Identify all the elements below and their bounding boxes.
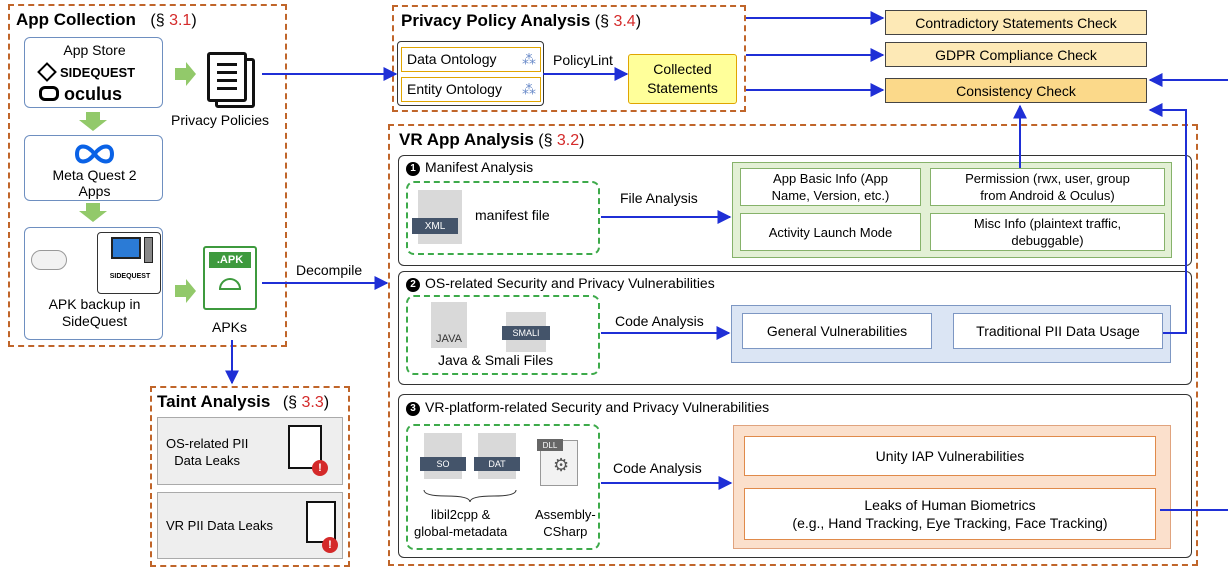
oculus-logo: oculus	[39, 84, 122, 105]
taint-analysis-panel	[150, 386, 350, 567]
java-smali-group	[406, 295, 600, 375]
consistency-check-box: Consistency Check	[885, 78, 1147, 103]
so-file-icon: SO	[420, 433, 466, 479]
sidequest-icon	[37, 62, 57, 82]
contradictory-check-box: Contradictory Statements Check	[885, 10, 1147, 35]
alert-badge-icon: !	[322, 537, 338, 553]
tower-icon	[144, 237, 153, 263]
java-file-icon: JAVA	[431, 302, 467, 348]
code-analysis-label-vr: Code Analysis	[613, 460, 702, 476]
manifest-file-group	[406, 181, 600, 255]
app-store-box: App Store SIDEQUEST oculus	[24, 37, 163, 108]
java-smali-label: Java & Smali Files	[438, 352, 554, 368]
oculus-icon	[39, 86, 59, 101]
unity-files-group	[406, 424, 600, 550]
decompile-label: Decompile	[296, 262, 363, 278]
dat-file-icon: DAT	[474, 433, 520, 479]
vr-app-analysis-panel	[388, 124, 1198, 566]
privacy-policies-label: Privacy Policies	[171, 112, 270, 128]
step-number: 1	[406, 162, 420, 176]
step-number: 3	[406, 402, 420, 416]
manifest-output-misc-info: Misc Info (plaintext traffic, debuggable…	[930, 213, 1165, 251]
android-icon	[219, 278, 241, 290]
xml-file-icon: XML	[412, 190, 462, 244]
document-alert-icon	[306, 501, 336, 543]
step-number: 2	[406, 278, 420, 292]
manifest-output-basic-info: App Basic Info (App Name, Version, etc.)	[740, 168, 921, 206]
apks-label: APKs	[212, 319, 248, 335]
monitor-icon	[111, 237, 141, 259]
vr-output-unity-iap: Unity IAP Vulnerabilities	[744, 436, 1156, 476]
os-output-pii-usage: Traditional PII Data Usage	[953, 313, 1163, 349]
meta-infinity-icon	[74, 144, 115, 164]
privacy-policy-section: (§ 3.4)	[594, 13, 642, 30]
taint-item-os: OS-related PII Data Leaks !	[157, 417, 343, 485]
taint-analysis-title: Taint Analysis	[157, 392, 271, 411]
apk-backup-label: APK backup in SideQuest	[48, 296, 141, 329]
privacy-policy-heading: Privacy Policy Analysis (§ 3.4)	[401, 11, 641, 31]
dll-file-icon: DLL ⚙	[537, 439, 578, 486]
sidequest-logo: SIDEQUEST	[37, 62, 135, 82]
taint-item-vr: VR PII Data Leaks !	[157, 492, 343, 559]
computer-box: SIDEQUEST	[97, 232, 161, 294]
apk-tag: .APK	[209, 252, 251, 268]
entity-ontology-label: Entity Ontology	[407, 81, 502, 97]
meta-quest-label: Meta Quest 2 Apps	[52, 167, 137, 199]
gdpr-check-box: GDPR Compliance Check	[885, 42, 1147, 67]
data-ontology-box: Data Ontology ⁂	[401, 47, 541, 72]
assembly-label: Assembly- CSharp	[535, 507, 596, 539]
libil2cpp-label: libil2cpp & global-metadata	[414, 507, 508, 539]
vr-app-section: (§ 3.2)	[538, 132, 585, 149]
taint-analysis-section: (§ 3.3)	[282, 394, 330, 411]
manifest-output-launch-mode: Activity Launch Mode	[740, 213, 921, 251]
privacy-policies-icon	[207, 52, 255, 108]
privacy-policy-title: Privacy Policy Analysis	[401, 11, 591, 30]
app-collection-title: App Collection	[16, 10, 136, 29]
taint-item-os-label: OS-related PII Data Leaks	[166, 436, 249, 468]
vr-app-title: VR App Analysis	[399, 130, 534, 149]
app-collection-panel	[8, 4, 287, 347]
app-collection-section: (§ 3.1)	[150, 12, 197, 29]
apk-file-icon: .APK	[203, 246, 257, 310]
collected-statements-box: Collected Statements	[628, 54, 737, 104]
taint-analysis-heading: Taint Analysis (§ 3.3)	[157, 392, 329, 412]
policylint-label: PolicyLint	[553, 52, 613, 68]
app-store-label: App Store	[63, 42, 126, 58]
code-analysis-label-os: Code Analysis	[615, 313, 704, 329]
manifest-file-label: manifest file	[475, 207, 550, 223]
vr-output-biometrics: Leaks of Human Biometrics (e.g., Hand Tr…	[744, 488, 1156, 540]
alert-badge-icon: !	[312, 460, 328, 476]
data-ontology-label: Data Ontology	[407, 51, 497, 67]
os-output-general-vulns: General Vulnerabilities	[742, 313, 932, 349]
manifest-output-permission: Permission (rwx, user, group from Androi…	[930, 168, 1165, 206]
vr-headset-icon	[31, 250, 67, 270]
ontology-graph-icon: ⁂	[522, 51, 536, 67]
privacy-policy-analysis-panel	[392, 5, 746, 112]
vr-app-heading: VR App Analysis (§ 3.2)	[399, 130, 584, 150]
app-collection-heading: App Collection (§ 3.1)	[16, 10, 197, 30]
file-analysis-label: File Analysis	[620, 190, 698, 206]
gear-icon: ⚙	[553, 455, 570, 475]
sidequest-small-logo: SIDEQUEST	[109, 273, 151, 280]
meta-quest-box: Meta Quest 2 Apps	[24, 135, 163, 201]
entity-ontology-box: Entity Ontology ⁂	[401, 77, 541, 102]
taint-item-vr-label: VR PII Data Leaks	[166, 518, 273, 533]
ontology-graph-icon: ⁂	[522, 81, 536, 97]
smali-file-icon: SMALI	[502, 312, 550, 352]
apk-backup-box: SIDEQUEST APK backup in SideQuest	[24, 227, 163, 340]
